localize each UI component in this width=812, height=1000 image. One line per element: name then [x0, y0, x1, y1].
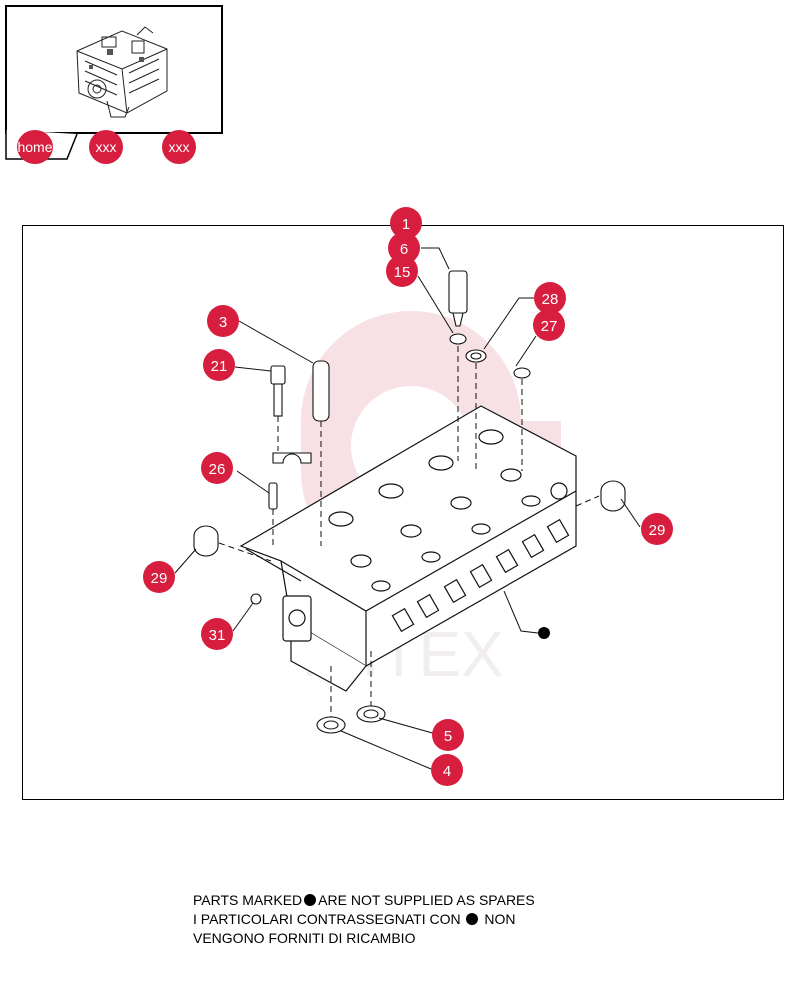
cylinder-head	[239, 405, 577, 692]
callout-6[interactable]: 6	[388, 232, 420, 264]
callout-31[interactable]: 31	[201, 618, 233, 650]
svg-text:27: 27	[541, 318, 558, 335]
svg-text:3: 3	[219, 314, 227, 331]
svg-text:4: 4	[443, 763, 451, 780]
tab-xxx-2[interactable]: xxx	[162, 130, 196, 164]
exploded-parts	[193, 270, 626, 734]
svg-text:21: 21	[211, 358, 228, 375]
engine-thumbnail-frame	[5, 5, 223, 134]
callout-27[interactable]: 27	[533, 309, 565, 341]
callout-1[interactable]: 1	[390, 207, 422, 239]
leader-lines	[174, 223, 641, 770]
callout-21[interactable]: 21	[203, 349, 235, 381]
svg-text:15: 15	[394, 264, 411, 281]
cylinder-head-exploded-diagram: IVITEX	[143, 207, 673, 786]
bullet-dot-icon	[304, 894, 317, 906]
bullet-dot-icon	[466, 913, 479, 925]
callout-4[interactable]: 4	[431, 754, 463, 786]
callout-28[interactable]: 28	[534, 282, 566, 314]
diagram-frame: IVITEX	[22, 207, 784, 800]
svg-text:29: 29	[151, 570, 168, 587]
callout-29-right[interactable]: 29	[641, 513, 673, 545]
callout-26[interactable]: 26	[201, 452, 233, 484]
note-line-2: I PARTICOLARI CONTRASSEGNATI CON NON	[193, 911, 516, 927]
svg-text:26: 26	[209, 461, 226, 478]
callout-5[interactable]: 5	[432, 719, 464, 751]
callout-3[interactable]: 3	[207, 305, 239, 337]
svg-text:28: 28	[542, 291, 559, 308]
svg-text:31: 31	[209, 627, 226, 644]
tab-xxx-1[interactable]: xxx	[89, 130, 123, 164]
navigation-tabs: home xxx xxx	[5, 128, 225, 168]
svg-text:6: 6	[400, 241, 408, 258]
callout-15[interactable]: 15	[386, 255, 418, 287]
engine-thumbnail-image[interactable]	[67, 21, 177, 121]
assembly-lines	[218, 346, 600, 717]
tab-home[interactable]: home	[17, 130, 53, 164]
svg-text:5: 5	[444, 728, 452, 745]
svg-text:29: 29	[649, 522, 666, 539]
not-supplied-marker	[538, 627, 550, 639]
note-line-3: VENGONO FORNITI DI RICAMBIO	[193, 930, 416, 946]
callout-29-left[interactable]: 29	[143, 561, 175, 593]
svg-text:1: 1	[402, 216, 410, 233]
